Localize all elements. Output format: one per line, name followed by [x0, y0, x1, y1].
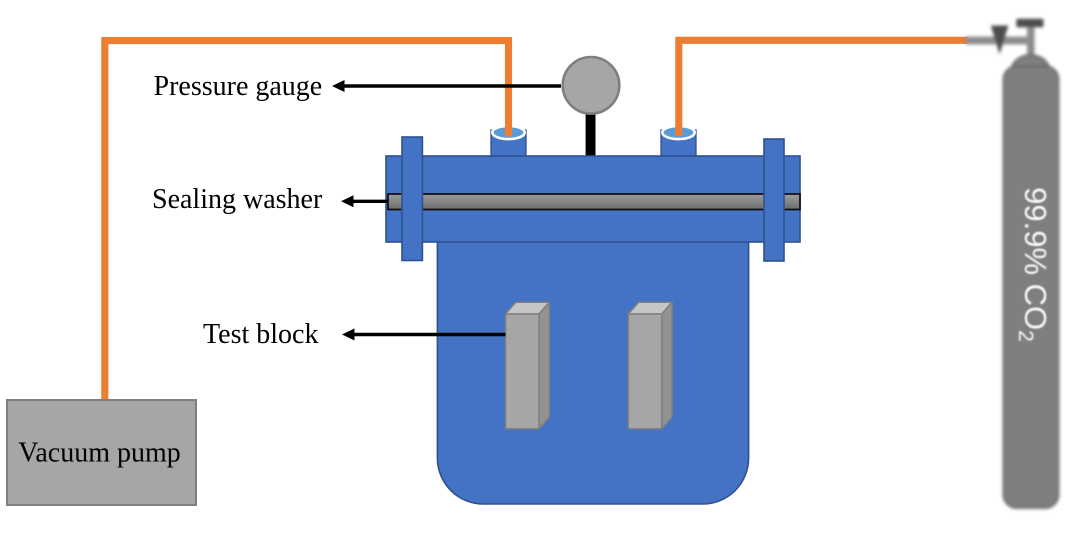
svg-text:Pressure gauge: Pressure gauge	[154, 71, 323, 102]
svg-text:Sealing washer: Sealing washer	[152, 184, 323, 215]
svg-text:Test block: Test block	[203, 319, 318, 350]
svg-text:Vacuum pump: Vacuum pump	[18, 438, 181, 469]
svg-text:99.9% CO2: 99.9% CO2	[1014, 187, 1053, 342]
